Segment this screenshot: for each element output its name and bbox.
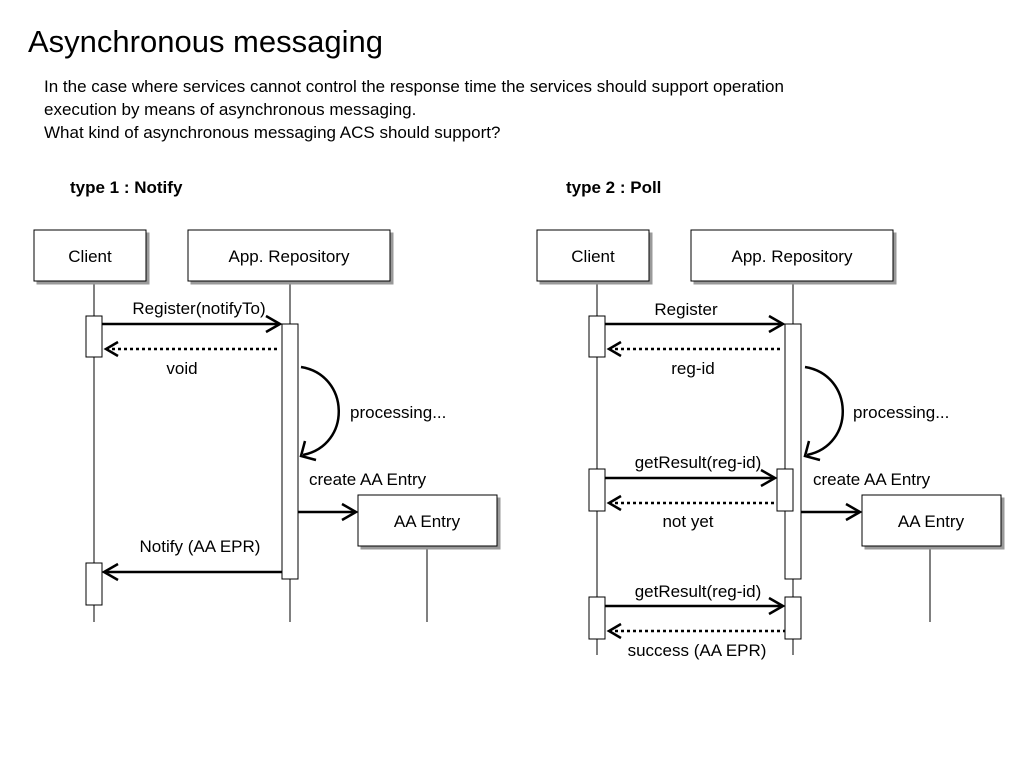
return-message: reg-id (606, 340, 783, 378)
return-message: void (103, 340, 280, 378)
entry-label: AA Entry (898, 512, 965, 531)
get-result-message: getResult(reg-id) (605, 582, 786, 616)
notify-label: Notify (AA EPR) (140, 537, 261, 556)
client-label: Client (68, 247, 112, 266)
processing-loop: processing... (299, 365, 446, 462)
processing-loop: processing... (803, 365, 949, 462)
register-message: Register (605, 300, 786, 334)
not-yet-label: not yet (662, 512, 713, 531)
client-activation (85, 562, 103, 606)
intro-line: In the case where services cannot contro… (44, 77, 784, 96)
get-result-message: getResult(reg-id) (605, 453, 778, 488)
entry-label: AA Entry (394, 512, 461, 531)
page-title: Asynchronous messaging (28, 24, 383, 59)
success-message: success (AA EPR) (606, 622, 785, 660)
poll-diagram: Client App. Repository AA Entry Register… (536, 229, 1002, 660)
client-participant: Client (536, 229, 650, 282)
client-participant: Client (33, 229, 147, 282)
return-label: reg-id (671, 359, 714, 378)
poll-heading: type 2 : Poll (566, 178, 662, 197)
repository-activation (784, 596, 802, 640)
intro-line: What kind of asynchronous messaging ACS … (44, 123, 501, 142)
entry-participant: AA Entry (357, 494, 498, 547)
intro-line: execution by means of asynchronous messa… (44, 100, 417, 119)
repository-label: App. Repository (732, 247, 853, 266)
get-result-label: getResult(reg-id) (635, 453, 762, 472)
register-label: Register (654, 300, 718, 319)
notify-diagram: Client App. Repository AA Entry Register… (33, 229, 498, 622)
client-label: Client (571, 247, 615, 266)
repository-participant: App. Repository (187, 229, 391, 282)
repository-participant: App. Repository (690, 229, 894, 282)
client-activation (588, 468, 606, 512)
notify-message: Notify (AA EPR) (101, 537, 282, 582)
repository-activation (784, 323, 802, 580)
repository-label: App. Repository (229, 247, 350, 266)
get-result-label: getResult(reg-id) (635, 582, 762, 601)
repository-activation (776, 468, 794, 512)
notify-heading: type 1 : Notify (70, 178, 183, 197)
return-label: void (166, 359, 197, 378)
success-label: success (AA EPR) (628, 641, 767, 660)
create-entry-message: create AA Entry (298, 470, 427, 522)
intro-text: In the case where services cannot contro… (44, 75, 984, 144)
create-entry-message: create AA Entry (801, 470, 931, 522)
repository-activation (281, 323, 299, 580)
client-activation (588, 596, 606, 640)
create-label: create AA Entry (813, 470, 931, 489)
processing-label: processing... (853, 403, 949, 422)
client-activation (85, 315, 103, 358)
register-message: Register(notifyTo) (102, 299, 283, 334)
not-yet-message: not yet (606, 494, 777, 531)
entry-participant: AA Entry (861, 494, 1002, 547)
processing-label: processing... (350, 403, 446, 422)
register-label: Register(notifyTo) (132, 299, 265, 318)
create-label: create AA Entry (309, 470, 427, 489)
client-activation (588, 315, 606, 358)
